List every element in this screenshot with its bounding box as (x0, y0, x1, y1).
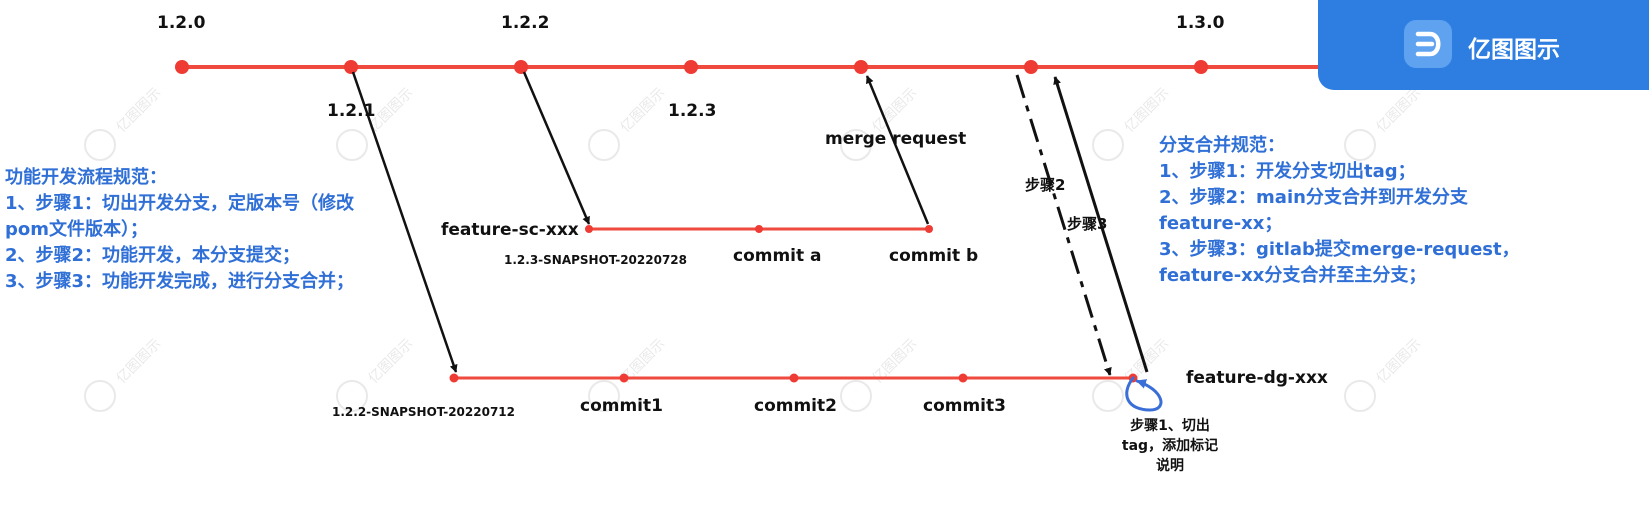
commit-a-node[interactable] (755, 225, 763, 233)
commit-a-label: commit a (733, 246, 822, 266)
commit-b-label: commit b (889, 246, 979, 266)
branch-out-arrow-sc (522, 71, 591, 225)
brand-banner[interactable]: 亿图图示 (1318, 0, 1649, 90)
svg-text:亿图图示: 亿图图示 (618, 85, 669, 136)
merge-rules-line: 1、步骤1：开发分支切出tag； (1159, 161, 1416, 182)
tag-note: 步骤1、切出 tag，添加标记 说明 (1108, 416, 1232, 476)
svg-text:亿图图示: 亿图图示 (114, 85, 165, 136)
version-label-1-3-0: 1.3.0 (1176, 13, 1225, 33)
dev-process-line: 2、步骤2：功能开发，本分支提交； (5, 245, 301, 266)
feature-dg-branch-name: feature-dg-xxx (1186, 368, 1328, 388)
merge-request-arrow (865, 75, 930, 225)
step2-arrow (1015, 74, 1112, 376)
commit1-label: commit1 (580, 396, 663, 416)
tag-note-line: 说明 (1156, 458, 1184, 474)
node-1-3-0[interactable] (1194, 60, 1208, 74)
svg-text:亿图图示: 亿图图示 (1374, 85, 1425, 136)
merge-rules-title: 分支合并规范： (1159, 135, 1285, 156)
node-main-sync[interactable] (1024, 60, 1038, 74)
watermark: 亿图图示 (84, 85, 165, 161)
edraw-logo-icon (1404, 20, 1452, 68)
feature-sc-branch-name: feature-sc-xxx (441, 220, 579, 240)
commit3-label: commit3 (923, 396, 1006, 416)
dev-process-line: pom文件版本）； (5, 219, 149, 240)
commit-b-node[interactable] (925, 225, 933, 233)
merge-rules-line: 3、步骤3：gitlab提交merge-request， (1159, 239, 1520, 260)
feature-sc-start-node[interactable] (585, 225, 593, 233)
svg-text:亿图图示: 亿图图示 (366, 336, 417, 387)
dev-process-note: 功能开发流程规范： 1、步骤1：切出开发分支，定版本号（修改 pom文件版本）；… (5, 165, 354, 295)
commit2-label: commit2 (754, 396, 837, 416)
commit2-node[interactable] (789, 373, 799, 383)
merge-rules-note: 分支合并规范： 1、步骤1：开发分支切出tag； 2、步骤2：main分支合并到… (1159, 133, 1520, 289)
main-branch-nodes (175, 60, 1208, 74)
dev-process-line: 3、步骤3：功能开发完成，进行分支合并； (5, 271, 355, 292)
dev-process-line: 1、步骤1：切出开发分支，定版本号（修改 (5, 193, 355, 214)
commit1-node[interactable] (619, 373, 629, 383)
node-1-2-1[interactable] (344, 60, 358, 74)
node-1-2-0[interactable] (175, 60, 189, 74)
svg-text:亿图图示: 亿图图示 (1122, 85, 1173, 136)
watermark: 亿图图示 (588, 85, 669, 161)
step1-annotation-stroke (1125, 376, 1163, 412)
merge-rules-line: feature-xx分支合并至主分支； (1159, 265, 1427, 286)
version-label-1-2-1: 1.2.1 (327, 101, 376, 121)
version-label-1-2-0: 1.2.0 (157, 13, 206, 33)
node-merge[interactable] (854, 60, 868, 74)
merge-rules-line: 2、步骤2：main分支合并到开发分支 (1159, 187, 1468, 208)
node-1-2-3[interactable] (684, 60, 698, 74)
step3-arrow (1053, 76, 1149, 373)
step3-label: 步骤3 (1067, 215, 1108, 233)
watermark: 亿图图示 (336, 336, 417, 412)
tag-note-line: tag，添加标记 (1121, 438, 1219, 454)
dev-process-title: 功能开发流程规范： (5, 167, 167, 188)
watermark: 亿图图示 (1344, 336, 1425, 412)
feature-dg-start-node[interactable] (449, 373, 459, 383)
tag-note-line: 步骤1、切出 (1130, 418, 1210, 434)
feature-sc-snapshot: 1.2.3-SNAPSHOT-20220728 (504, 253, 687, 267)
watermark: 亿图图示 (84, 336, 165, 412)
svg-text:亿图图示: 亿图图示 (1374, 336, 1425, 387)
brand-name: 亿图图示 (1468, 37, 1560, 63)
version-label-1-2-3: 1.2.3 (668, 101, 717, 121)
merge-request-label: merge request (825, 129, 967, 149)
watermark: 亿图图示 (840, 336, 920, 412)
branch-out-arrow-dg (351, 71, 458, 373)
step2-label: 步骤2 (1025, 176, 1066, 194)
version-label-1-2-2: 1.2.2 (501, 13, 550, 33)
svg-text:亿图图示: 亿图图示 (114, 336, 165, 387)
feature-dg-snapshot: 1.2.2-SNAPSHOT-20220712 (332, 405, 515, 419)
node-1-2-2[interactable] (514, 60, 528, 74)
commit3-node[interactable] (958, 373, 968, 383)
watermark: 亿图图示 (336, 85, 416, 161)
merge-rules-line: feature-xx； (1159, 213, 1283, 234)
